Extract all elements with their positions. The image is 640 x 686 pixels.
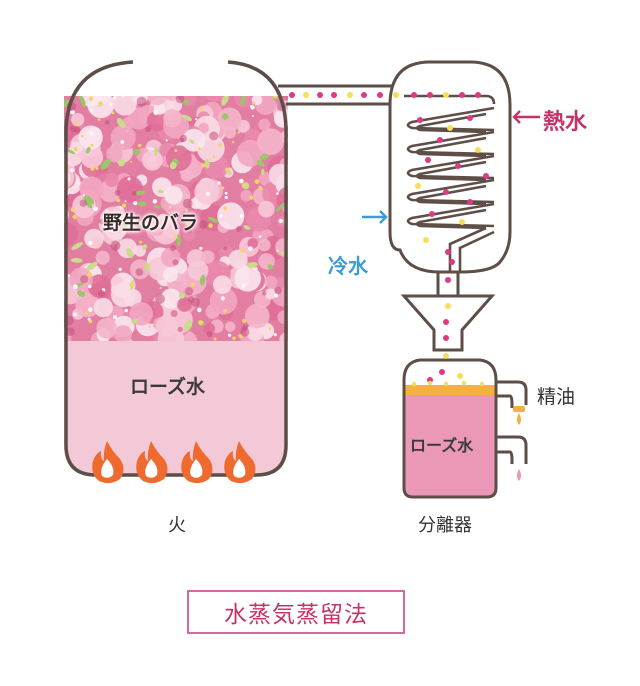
vapor-droplets xyxy=(289,92,521,481)
label-essential-oil: 精油 xyxy=(537,386,576,408)
arrow-left-icon xyxy=(512,110,540,124)
rose-flowers-fill xyxy=(64,96,288,341)
label-rose-water-tank: ローズ水 xyxy=(130,376,206,398)
flame-icon xyxy=(181,441,213,484)
condenser-coil xyxy=(404,94,496,272)
label-separator: 分離器 xyxy=(418,515,472,536)
flame-icon xyxy=(92,441,124,484)
distillation-tank xyxy=(64,60,288,477)
label-fire: 火 xyxy=(168,515,186,536)
flame-icon xyxy=(224,441,256,484)
outflow-pipe xyxy=(436,272,460,296)
fire-flames xyxy=(92,441,256,484)
flame-icon xyxy=(136,441,168,484)
condenser-jacket xyxy=(388,60,512,274)
label-rose-water-separator: ローズ水 xyxy=(410,436,474,455)
title-box: 水蒸気蒸留法 xyxy=(187,590,405,634)
label-wild-roses: 野生のバラ xyxy=(103,212,199,234)
tank-rose-water xyxy=(64,338,287,475)
label-cold-water: 冷水 xyxy=(328,254,368,278)
diagram-title: 水蒸気蒸留法 xyxy=(224,602,368,628)
label-hot-water: 熱水 xyxy=(543,110,588,135)
arrow-right-icon xyxy=(362,210,388,224)
separator-vessel xyxy=(402,358,528,499)
